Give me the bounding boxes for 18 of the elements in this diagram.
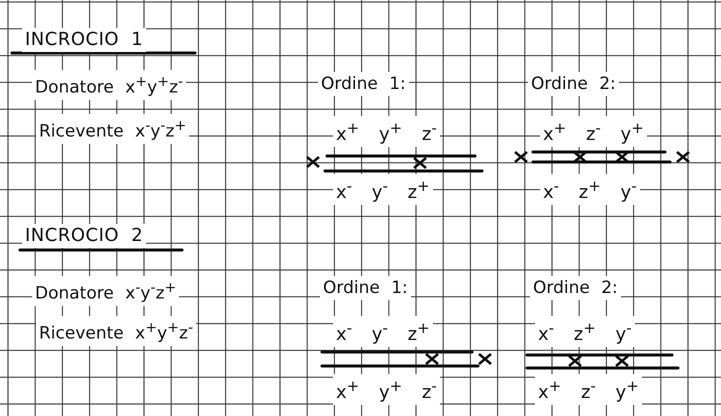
note-text: Ordine 2: xyxy=(530,276,621,300)
note-text: Ordine 1: xyxy=(318,72,409,96)
note-text: Donatore x$^{-}$y$^{-}$z$^{+}$ xyxy=(32,276,180,306)
note-text: Ricevente x$^{+}$y$^{+}$z$^{-}$ xyxy=(36,316,196,346)
allele-sequence: x$^{-}$ z$^{+}$ y$^{-}$ xyxy=(540,174,640,205)
allele-sequence: x$^{+}$ y$^{+}$ z$^{-}$ xyxy=(333,374,440,405)
allele-sequence: x$^{+}$ y$^{+}$ z$^{-}$ xyxy=(333,116,440,147)
note-text: Ricevente x$^{-}$y$^{-}$z$^{+}$ xyxy=(36,114,190,144)
allele-sequence: x$^{+}$ z$^{-}$ y$^{+}$ xyxy=(540,116,647,147)
allele-sequence: x$^{-}$ z$^{+}$ y$^{-}$ xyxy=(535,316,635,347)
allele-sequence: x$^{-}$ y$^{-}$ z$^{+}$ xyxy=(333,316,433,347)
section-heading: INCROCIO 2 xyxy=(22,224,146,248)
note-text: Donatore x$^{+}$y$^{+}$z$^{-}$ xyxy=(32,70,186,100)
allele-sequence: x$^{+}$ z$^{-}$ y$^{+}$ xyxy=(535,374,642,405)
note-text: Ordine 1: xyxy=(320,276,411,300)
note-text: Ordine 2: xyxy=(528,72,619,96)
section-heading: INCROCIO 1 xyxy=(22,28,146,52)
allele-sequence: x$^{-}$ y$^{-}$ z$^{+}$ xyxy=(333,174,433,205)
